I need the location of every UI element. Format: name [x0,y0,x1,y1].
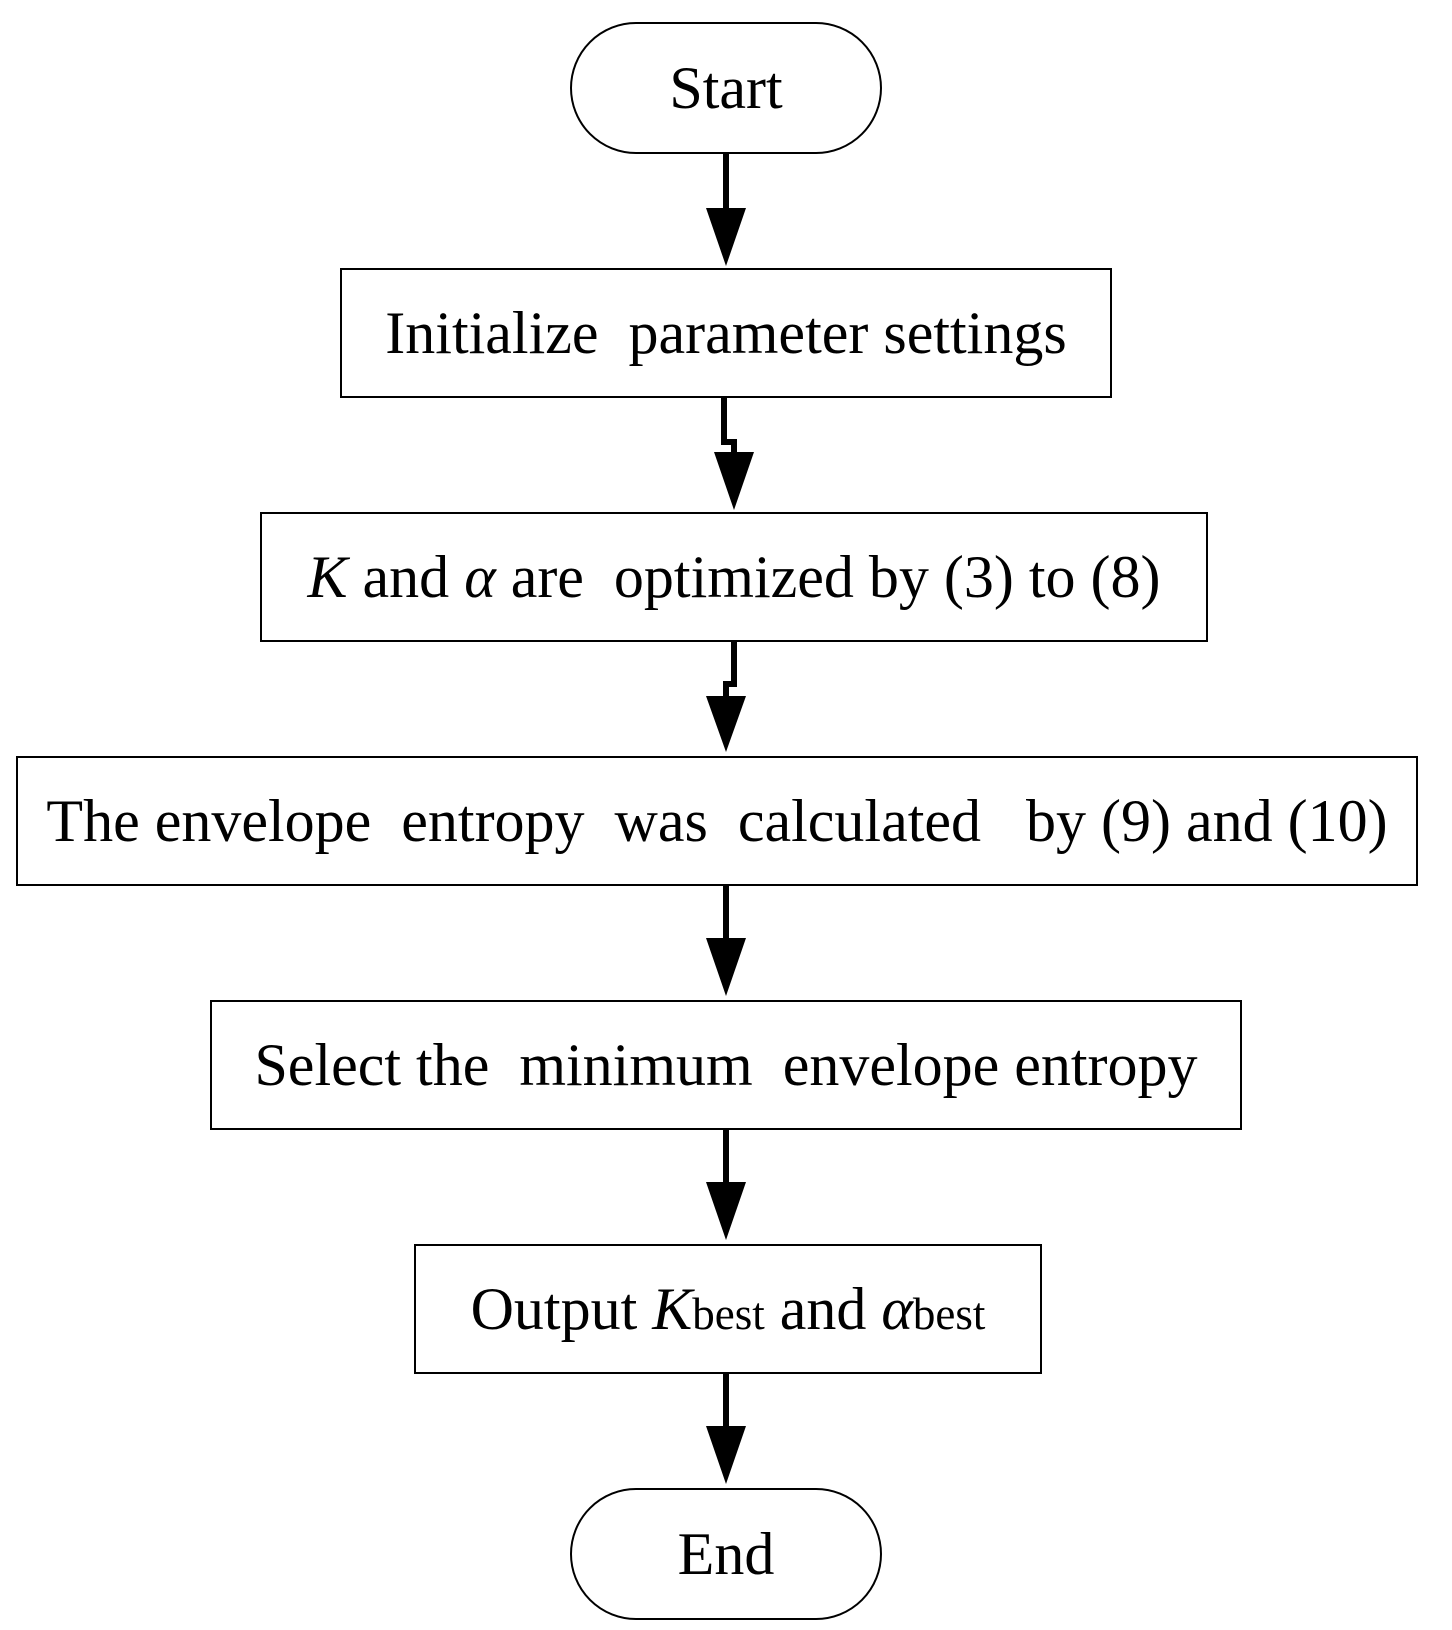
envelope-entropy-box: The envelope entropy was calculated by (… [16,756,1418,886]
initialize-parameters-label: Initialize parameter settings [385,300,1067,366]
arrow-output-to-end [706,1372,746,1484]
k-best-symbol: K [652,1276,693,1342]
arrow-start-to-init [706,152,746,266]
optimize-text-2: are optimized by (3) to (8) [495,544,1161,610]
optimize-k-alpha-label: K and α are optimized by (3) to (8) [308,547,1161,607]
end-label: End [677,1521,775,1587]
alpha-best-symbol: α [881,1276,913,1342]
output-prefix: Output [470,1276,653,1342]
output-best-label: Output Kbest and αbest [471,1279,986,1339]
select-minimum-label: Select the minimum envelope entropy [254,1032,1198,1098]
k-best-subscript: best [692,1289,765,1339]
optimize-text-1: and [347,544,465,610]
arrow-init-to-optimize [714,396,754,510]
initialize-parameters-box: Initialize parameter settings [340,268,1112,398]
output-best-box: Output Kbest and αbest [414,1244,1042,1374]
alpha-symbol: α [464,544,496,610]
arrow-optimize-to-entropy [706,640,746,752]
select-minimum-box: Select the minimum envelope entropy [210,1000,1242,1130]
arrow-select-to-output [706,1128,746,1240]
start-label: Start [669,55,783,121]
optimize-k-alpha-box: K and α are optimized by (3) to (8) [260,512,1208,642]
envelope-entropy-label: The envelope entropy was calculated by (… [46,788,1388,854]
alpha-best-subscript: best [912,1289,986,1339]
arrow-entropy-to-select [706,884,746,996]
end-terminal: End [570,1488,882,1620]
k-symbol: K [307,544,348,610]
start-terminal: Start [570,22,882,154]
output-middle: and [764,1276,882,1342]
